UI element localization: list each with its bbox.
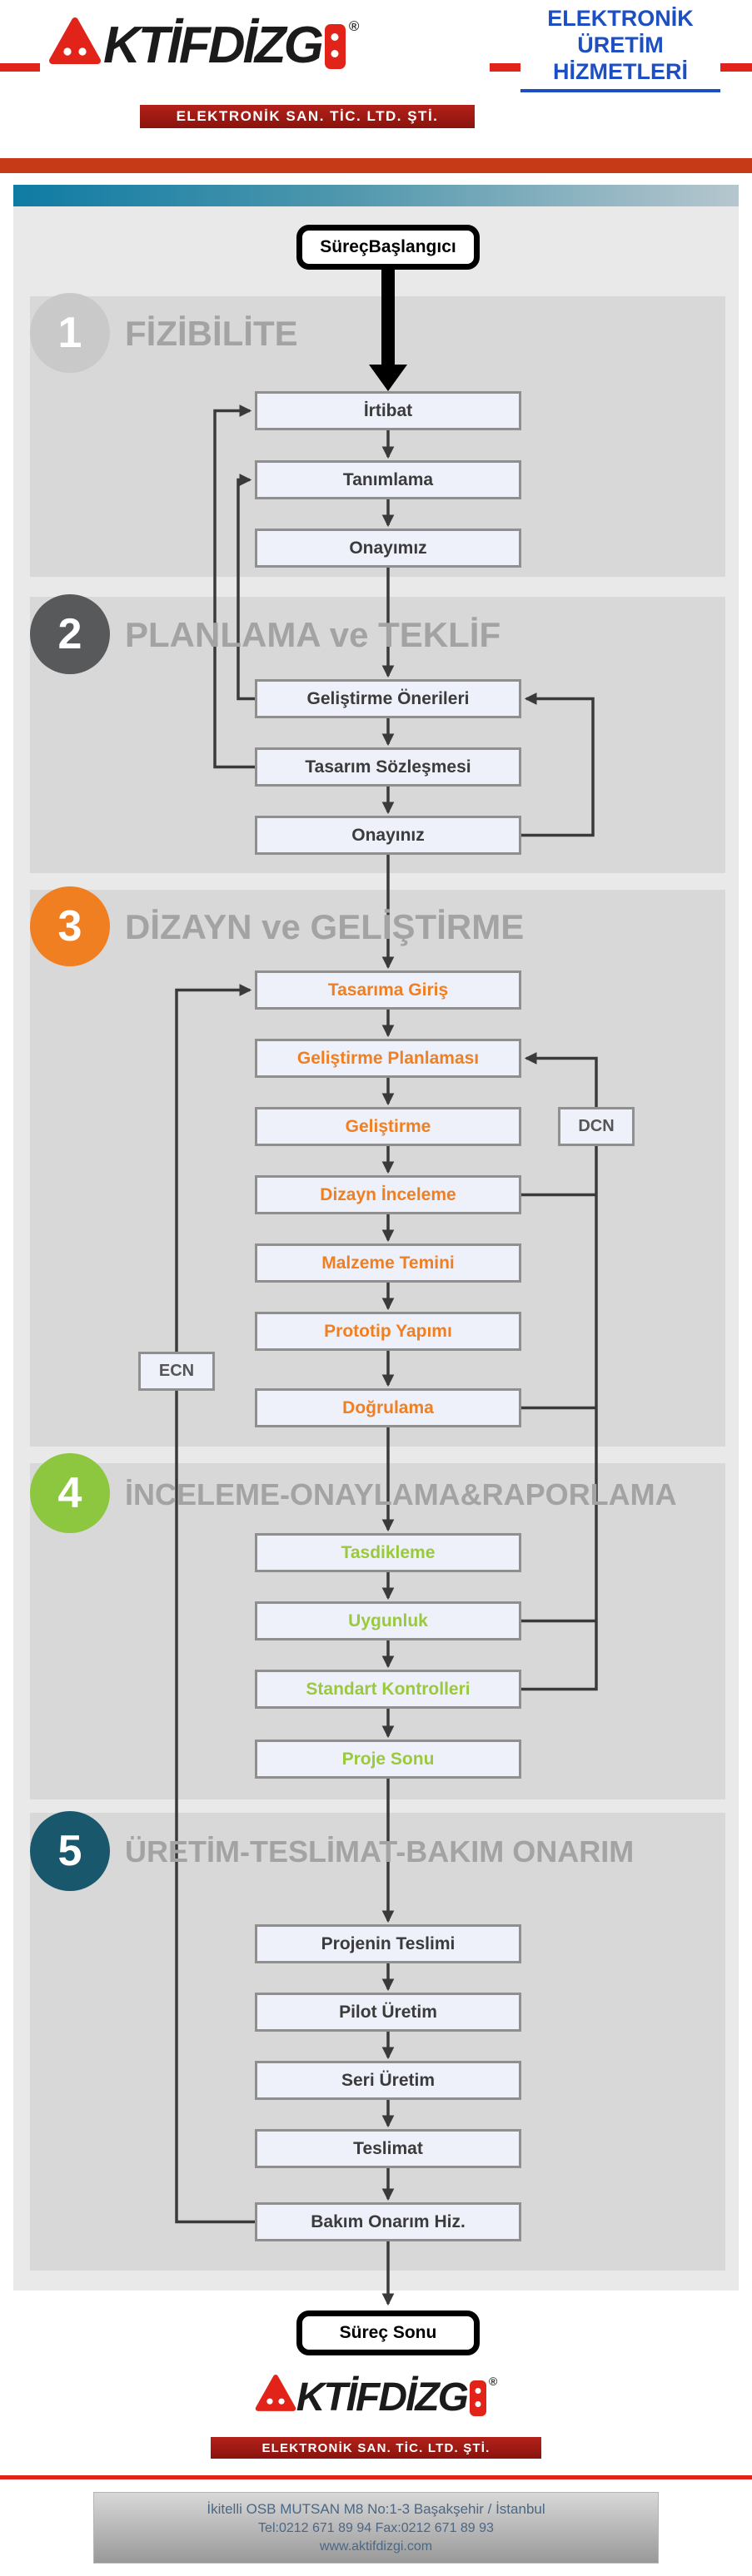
process-end-box: Süreç Sonu bbox=[296, 2310, 480, 2355]
node-irtibat: İrtibat bbox=[255, 391, 521, 430]
ecn-box: ECN bbox=[138, 1352, 215, 1391]
service-title-line3: HİZMETLERİ bbox=[553, 59, 688, 84]
header-company-bar: ELEKTRONİK SAN. TİC. LTD. ŞTİ. bbox=[140, 105, 475, 128]
footer-address-panel: İkitelli OSB MUTSAN M8 No:1-3 Başakşehir… bbox=[93, 2492, 659, 2564]
footer-logo-triangle-a-icon bbox=[255, 2374, 296, 2416]
node-proje-sonu: Proje Sonu bbox=[255, 1740, 521, 1779]
node-gelistirme-planlamasi: Geliştirme Planlaması bbox=[255, 1039, 521, 1078]
node-malzeme-temini: Malzeme Temini bbox=[255, 1243, 521, 1283]
divider-bar bbox=[0, 158, 752, 173]
section-band-5 bbox=[30, 1813, 725, 2271]
footer-logo-component-i-icon bbox=[469, 2380, 486, 2416]
node-bakim-onarim: Bakım Onarım Hiz. bbox=[255, 2202, 521, 2241]
node-gelistirme-onerileri: Geliştirme Önerileri bbox=[255, 679, 521, 718]
section-circle-3: 3 bbox=[30, 886, 110, 966]
node-tasdikleme: Tasdikleme bbox=[255, 1533, 521, 1572]
service-title-line2: ÜRETİM bbox=[577, 32, 664, 57]
node-gelistirme: Geliştirme bbox=[255, 1107, 521, 1146]
service-title: ELEKTRONİK ÜRETİM HİZMETLERİ bbox=[520, 5, 720, 92]
panel-header-bar bbox=[13, 185, 739, 206]
footer-logo-wordmark: KTİFDİZG bbox=[296, 2375, 469, 2420]
footer-address: İkitelli OSB MUTSAN M8 No:1-3 Başakşehir… bbox=[207, 2501, 545, 2517]
section-title-2: PLANLAMA ve TEKLİF bbox=[125, 615, 501, 654]
footer-phone-fax: Tel:0212 671 89 94 Fax:0212 671 89 93 bbox=[258, 2521, 494, 2535]
logo-component-i-icon bbox=[324, 24, 346, 69]
node-uygunluk: Uygunluk bbox=[255, 1601, 521, 1640]
logo-triangle-a-icon bbox=[48, 17, 102, 69]
node-standart-kontrolleri: Standart Kontrolleri bbox=[255, 1670, 521, 1709]
section-title-5: ÜRETİM-TESLİMAT-BAKIM ONARIM bbox=[125, 1834, 635, 1869]
footer-red-line bbox=[0, 2475, 752, 2479]
node-onayiniz: Onayınız bbox=[255, 816, 521, 855]
node-onayimiz: Onayımız bbox=[255, 529, 521, 568]
node-dizayn-inceleme: Dizayn İnceleme bbox=[255, 1175, 521, 1214]
footer-registered-trademark: ® bbox=[488, 2375, 498, 2388]
node-prototip-yapimi: Prototip Yapımı bbox=[255, 1312, 521, 1351]
header-logo: KTİFDİZG ® bbox=[40, 3, 490, 105]
footer-company-bar: ELEKTRONİK SAN. TİC. LTD. ŞTİ. bbox=[211, 2437, 541, 2459]
node-projenin-teslimi: Projenin Teslimi bbox=[255, 1924, 521, 1963]
node-teslimat: Teslimat bbox=[255, 2129, 521, 2168]
footer-website: www.aktifdizgi.com bbox=[319, 2539, 433, 2554]
node-dogrulama: Doğrulama bbox=[255, 1388, 521, 1427]
section-title-1: FİZİBİLİTE bbox=[125, 314, 298, 353]
section-circle-5: 5 bbox=[30, 1811, 110, 1891]
dcn-box: DCN bbox=[558, 1107, 635, 1146]
node-seri-uretim: Seri Üretim bbox=[255, 2061, 521, 2100]
section-title-4: İNCELEME-ONAYLAMA&RAPORLAMA bbox=[125, 1477, 677, 1511]
node-tanimlama: Tanımlama bbox=[255, 460, 521, 499]
section-circle-2: 2 bbox=[30, 594, 110, 674]
section-title-3: DİZAYN ve GELİŞTİRME bbox=[125, 907, 525, 946]
service-title-line1: ELEKTRONİK bbox=[547, 6, 694, 31]
footer-logo: KTİFDİZG ® bbox=[0, 2374, 752, 2420]
section-circle-4: 4 bbox=[30, 1453, 110, 1533]
section-circle-1: 1 bbox=[30, 293, 110, 373]
node-tasarima-giris: Tasarıma Giriş bbox=[255, 970, 521, 1010]
logo-wordmark: KTİFDİZG bbox=[103, 16, 324, 74]
registered-trademark: ® bbox=[348, 18, 360, 34]
node-tasarim-sozlesmesi: Tasarım Sözleşmesi bbox=[255, 747, 521, 787]
process-start-box: SüreçBaşlangıcı bbox=[296, 225, 480, 270]
node-pilot-uretim: Pilot Üretim bbox=[255, 1993, 521, 2032]
